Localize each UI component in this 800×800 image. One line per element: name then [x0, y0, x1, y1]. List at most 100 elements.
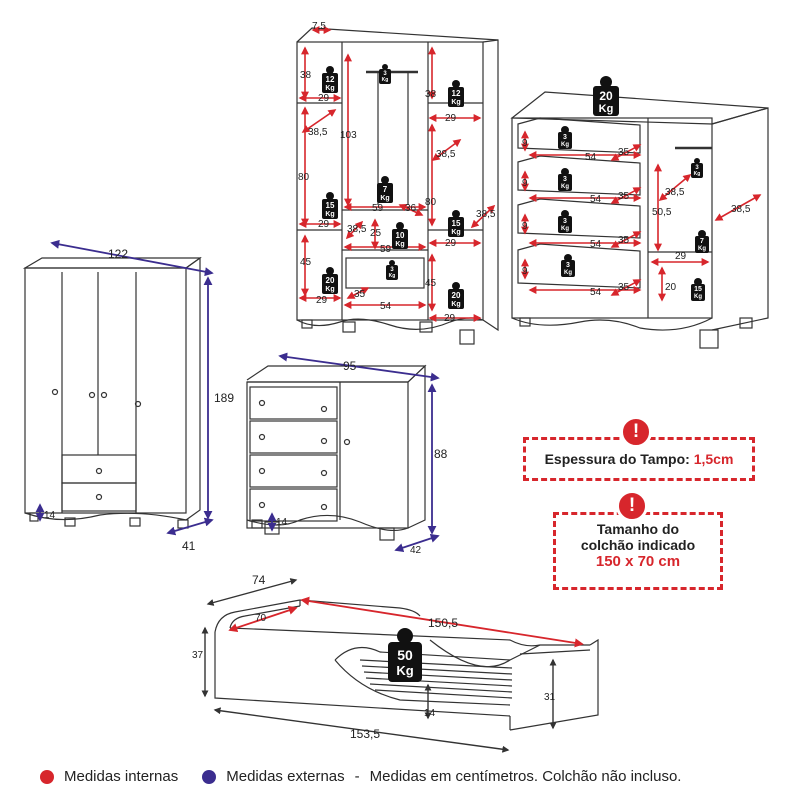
wardrobe-interior-dimensions	[298, 26, 496, 322]
dim-right-top-width: 29	[445, 113, 457, 124]
weight-unit: Kg	[694, 294, 702, 300]
dim-wardrobe-height: 189	[214, 391, 234, 405]
weight-icon: 3 Kg	[379, 64, 391, 84]
dim-chest-side-depth: 38,5	[731, 204, 751, 215]
dim-bed-clearance: 14	[424, 708, 436, 719]
weight-value: 3	[563, 134, 567, 141]
dim-center-depth: 36	[405, 203, 417, 214]
mattress-size: 150 x 70 cm	[595, 553, 681, 570]
dim-chest-height: 88	[434, 447, 448, 461]
weight-icon: 3 Kg	[558, 126, 572, 149]
dim-drawer-depth: 38,5	[347, 224, 367, 235]
weight-value: 3	[566, 262, 570, 269]
dim-right-mid-width: 29	[445, 238, 457, 249]
dim-side-depth: 38,5	[476, 209, 496, 220]
weight-icon: 10 Kg	[392, 222, 408, 249]
weight-icon: 15 Kg	[322, 192, 338, 219]
weight-icon: 50 Kg	[388, 628, 422, 682]
weight-value: 7	[383, 185, 388, 194]
dim-right-top-height: 38	[425, 89, 437, 100]
alert-icon: !	[616, 490, 648, 522]
mattress-label-line1: Tamanho do	[596, 521, 680, 537]
weight-value: 15	[326, 201, 335, 210]
weight-unit: Kg	[561, 142, 569, 148]
legend-internal-label: Medidas internas	[64, 768, 179, 785]
chest-weight-tags: 20 Kg 3 Kg 3 Kg 3 Kg 3 Kg 3 Kg	[558, 76, 709, 301]
mattress-label-line2: colchão indicado	[580, 537, 696, 553]
dim-chest-foot: 14	[276, 517, 288, 528]
dim-right-mid-depth: 38,5	[436, 149, 456, 160]
weight-value: 20	[326, 276, 335, 285]
dim-top-depth: 7,5	[312, 21, 326, 32]
dim-bed-width: 74	[252, 573, 266, 587]
dim-drawer-width: 54	[380, 301, 392, 312]
weight-unit: Kg	[451, 229, 460, 236]
alert-icon: !	[620, 416, 652, 448]
chest-exterior-dimensions	[267, 352, 440, 552]
bed-dimensions	[201, 578, 584, 753]
weight-unit: Kg	[380, 195, 389, 202]
weight-value: 50	[397, 647, 413, 663]
dim-chest-drawer-height: 9	[522, 178, 528, 189]
weight-icon: 3 Kg	[386, 260, 398, 280]
dim-wardrobe-width: 122	[108, 247, 128, 261]
dim-left-mid-width: 29	[318, 219, 330, 230]
legend-internal-swatch	[40, 769, 54, 784]
thickness-label: Espessura do Tampo:	[544, 451, 690, 467]
weight-unit: Kg	[694, 171, 701, 177]
weight-icon: 7 Kg	[377, 176, 393, 203]
dim-chest-drawer-height: 9	[522, 266, 528, 277]
weight-unit: Kg	[561, 226, 569, 232]
dim-chest-drawer-height: 9	[522, 138, 528, 149]
dim-bed-inner-width: 70	[255, 613, 267, 624]
dim-right-mid-height: 80	[425, 197, 437, 208]
dim-chest-drawer-depth: 35	[618, 235, 630, 246]
weight-unit: Kg	[451, 301, 460, 308]
weight-value: 12	[326, 75, 335, 84]
weight-icon: 20 Kg	[593, 76, 619, 116]
chest-interior-dimensions	[521, 130, 762, 302]
weight-value: 3	[383, 71, 387, 77]
dim-bed-inner-length: 150,5	[428, 616, 458, 630]
wardrobe-exterior-labels: 122 189 41 14	[44, 247, 234, 553]
weight-unit: Kg	[382, 77, 389, 83]
thickness-value: 1,5cm	[693, 451, 734, 467]
wardrobe-exterior-dimensions	[35, 239, 214, 536]
dim-left-bot-width: 29	[316, 295, 328, 306]
dim-chest-shelf-width: 29	[675, 251, 687, 262]
dim-bed-side-height: 31	[544, 692, 556, 703]
weight-icon: 3 Kg	[561, 254, 575, 277]
weight-value: 10	[396, 231, 405, 240]
dim-left-top-width: 29	[318, 93, 330, 104]
weight-icon: 12 Kg	[448, 80, 464, 107]
weight-value: 3	[695, 165, 699, 171]
dim-center-height: 103	[340, 130, 357, 141]
weight-icon: 3 Kg	[558, 168, 572, 191]
weight-value: 15	[694, 286, 702, 293]
weight-unit: Kg	[451, 99, 460, 106]
mattress-size-callout: Tamanho do colchão indicado 150 x 70 cm	[553, 512, 723, 590]
dim-left-mid-depth: 38,5	[308, 127, 328, 138]
weight-icon: 15 Kg	[691, 278, 705, 301]
dim-chest-drawer-width: 54	[585, 152, 597, 163]
wardrobe-weight-tags: 12 Kg 15 Kg 20 Kg 3 Kg 7 Kg 10 Kg	[322, 64, 464, 309]
dim-drawer-height: 25	[370, 228, 382, 239]
legend-note: Medidas em centímetros. Colchão não incl…	[369, 768, 682, 785]
dim-center-width-2: 59	[380, 244, 392, 255]
chest-interior-labels: 9 54 35 9 54 35 9 54 35 9 54 35 50,5 38,…	[522, 138, 751, 298]
weight-unit: Kg	[395, 241, 404, 248]
weight-unit: Kg	[325, 286, 334, 293]
weight-icon: 7 Kg	[695, 230, 709, 253]
dim-drawer2-depth: 35	[354, 289, 366, 300]
chest-interior-diagram	[510, 91, 769, 349]
weight-unit: Kg	[599, 103, 614, 115]
dim-right-bot-height: 45	[425, 278, 437, 289]
weight-value: 3	[390, 267, 394, 273]
chest-exterior-diagram	[246, 364, 427, 541]
legend: Medidas internas Medidas externas - Medi…	[40, 768, 681, 785]
dim-center-width: 59	[372, 203, 384, 214]
dim-right-bot-width: 29	[444, 313, 456, 324]
dim-bed-length: 153,5	[350, 727, 380, 741]
dim-chest-depth: 42	[410, 545, 422, 556]
dim-chest-door-depth: 38,5	[665, 187, 685, 198]
